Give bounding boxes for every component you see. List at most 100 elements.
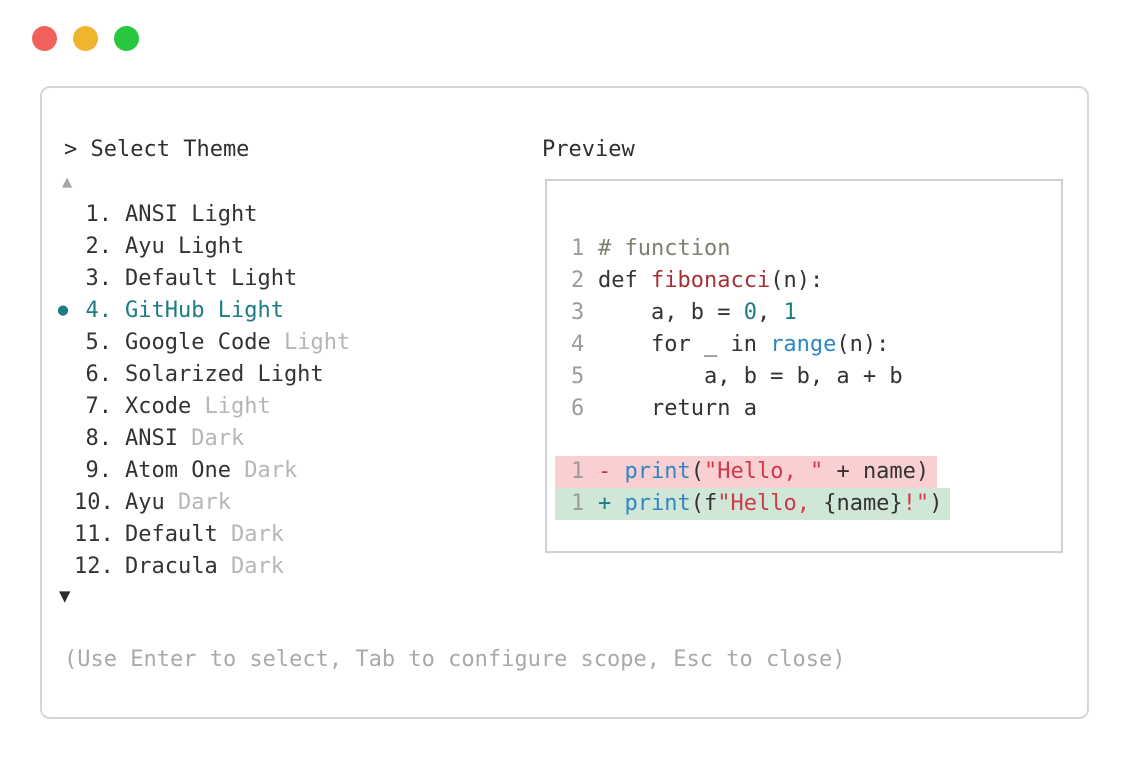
code-token: - bbox=[598, 459, 625, 484]
item-name: Solarized Light bbox=[125, 361, 324, 387]
code-line: 6 return a bbox=[571, 392, 950, 424]
theme-list-item[interactable]: 6. Solarized Light bbox=[42, 358, 522, 390]
line-number: 4 bbox=[571, 331, 585, 357]
code-token: # function bbox=[598, 235, 731, 261]
selection-bullet-icon: ● bbox=[57, 300, 69, 320]
line-number: 1 bbox=[571, 235, 585, 261]
theme-list-item[interactable]: ● 4. GitHub Light bbox=[42, 294, 522, 326]
item-variant: Light bbox=[283, 329, 351, 355]
item-number: 9. bbox=[85, 457, 113, 483]
item-number: 8. bbox=[85, 425, 113, 451]
code-token: 0 bbox=[743, 299, 757, 325]
code-token: print bbox=[624, 459, 691, 484]
keyboard-hints: (Use Enter to select, Tab to configure s… bbox=[64, 647, 846, 672]
code-token: def bbox=[598, 267, 651, 293]
zoom-button[interactable] bbox=[114, 26, 139, 51]
code-token: return a bbox=[598, 395, 757, 421]
code-token: for _ in bbox=[598, 331, 771, 357]
theme-list-item[interactable]: 2. Ayu Light bbox=[42, 230, 522, 262]
code-token: a, b = bbox=[598, 299, 744, 325]
diff-lines: 1- print("Hello, " + name)1+ print(f"Hel… bbox=[555, 456, 951, 520]
theme-list-item[interactable]: 1. ANSI Light bbox=[42, 198, 522, 230]
line-number: 6 bbox=[571, 395, 585, 421]
item-variant: Light bbox=[204, 393, 271, 419]
code-token: {name} bbox=[823, 491, 903, 516]
line-number: 5 bbox=[571, 363, 585, 389]
theme-list-item[interactable]: 8. ANSI Dark bbox=[42, 422, 522, 454]
item-number: 4. bbox=[85, 297, 113, 323]
code-token: "Hello, bbox=[717, 491, 824, 516]
line-number: 2 bbox=[571, 267, 585, 293]
line-number: 3 bbox=[571, 299, 585, 325]
code-token: "Hello, " bbox=[703, 459, 824, 484]
item-variant: Dark bbox=[244, 457, 298, 483]
code-line: 5 a, b = b, a + b bbox=[571, 360, 950, 392]
item-number: 6. bbox=[85, 361, 113, 387]
item-name: Google Code bbox=[125, 329, 284, 355]
code-token: (n): bbox=[836, 331, 890, 357]
theme-picker-window: > Select Theme ▲ 1. ANSI Light 2. Ayu Light… bbox=[40, 86, 1089, 719]
theme-list-item[interactable]: 11. Default Dark bbox=[42, 518, 522, 550]
select-theme-prompt: > Select Theme bbox=[64, 137, 250, 162]
item-number: 2. bbox=[85, 233, 113, 259]
code-line: 1 # function bbox=[571, 232, 950, 264]
code-token: 1 bbox=[783, 299, 797, 325]
code-token: , bbox=[756, 299, 784, 325]
item-variant: Dark bbox=[230, 553, 284, 579]
item-name: Xcode bbox=[125, 393, 205, 419]
code-token: !" bbox=[902, 491, 930, 516]
item-name: Ayu bbox=[125, 489, 178, 515]
line-number: 1 bbox=[571, 459, 585, 484]
code-token: (f bbox=[690, 491, 718, 516]
item-variant: Dark bbox=[230, 521, 284, 547]
code-token: + name) bbox=[823, 459, 930, 484]
code-token: range bbox=[770, 331, 837, 357]
code-line: 2 def fibonacci(n): bbox=[571, 264, 950, 296]
item-number: 5. bbox=[85, 329, 113, 355]
theme-list-item[interactable]: 7. Xcode Light bbox=[42, 390, 522, 422]
scroll-up-indicator: ▲ bbox=[62, 172, 73, 192]
theme-list-item[interactable]: 3. Default Light bbox=[42, 262, 522, 294]
window-traffic-lights bbox=[32, 26, 139, 51]
item-name: Default bbox=[125, 521, 231, 547]
close-button[interactable] bbox=[32, 26, 57, 51]
preview-title: Preview bbox=[542, 137, 635, 162]
theme-list: 1. ANSI Light 2. Ayu Light 3. Default Light ● 4… bbox=[42, 198, 522, 582]
item-number: 10. bbox=[74, 489, 114, 515]
item-number: 1. bbox=[85, 201, 113, 227]
diff-line: 1 + print(f"Hello, {name}!") bbox=[555, 488, 951, 520]
item-name: Atom One bbox=[125, 457, 245, 483]
item-name: Default Light bbox=[125, 265, 298, 291]
diff-line: 1- print("Hello, " + name) bbox=[555, 456, 938, 488]
item-variant: Dark bbox=[177, 489, 231, 515]
item-name: Dracula bbox=[125, 553, 231, 579]
item-name: ANSI bbox=[125, 425, 192, 451]
theme-list-item[interactable]: 9. Atom One Dark bbox=[42, 454, 522, 486]
code-line: 4 for _ in range(n): bbox=[571, 328, 950, 360]
code-token: print bbox=[624, 491, 691, 516]
code-token: + bbox=[598, 491, 625, 516]
code-token: ( bbox=[690, 459, 704, 484]
code-token: (n): bbox=[770, 267, 824, 293]
item-number: 12. bbox=[74, 553, 114, 579]
item-number: 11. bbox=[74, 521, 114, 547]
item-name: GitHub Light bbox=[125, 297, 284, 323]
item-name: Ayu Light bbox=[125, 233, 245, 259]
minimize-button[interactable] bbox=[73, 26, 98, 51]
item-variant: Dark bbox=[191, 425, 245, 451]
code-token: a, b = b, a + b bbox=[598, 363, 903, 389]
item-number: 7. bbox=[85, 393, 113, 419]
scroll-down-indicator: ▼ bbox=[59, 585, 71, 607]
theme-list-item[interactable]: 12. Dracula Dark bbox=[42, 550, 522, 582]
code-token: fibonacci bbox=[650, 267, 771, 293]
theme-list-item[interactable]: 5. Google Code Light bbox=[42, 326, 522, 358]
item-name: ANSI Light bbox=[125, 201, 258, 227]
line-number: 1 bbox=[571, 491, 585, 516]
code-token: ) bbox=[929, 491, 943, 516]
code-line: 3 a, b = 0, 1 bbox=[571, 296, 950, 328]
theme-list-item[interactable]: 10. Ayu Dark bbox=[42, 486, 522, 518]
item-number: 3. bbox=[85, 265, 113, 291]
